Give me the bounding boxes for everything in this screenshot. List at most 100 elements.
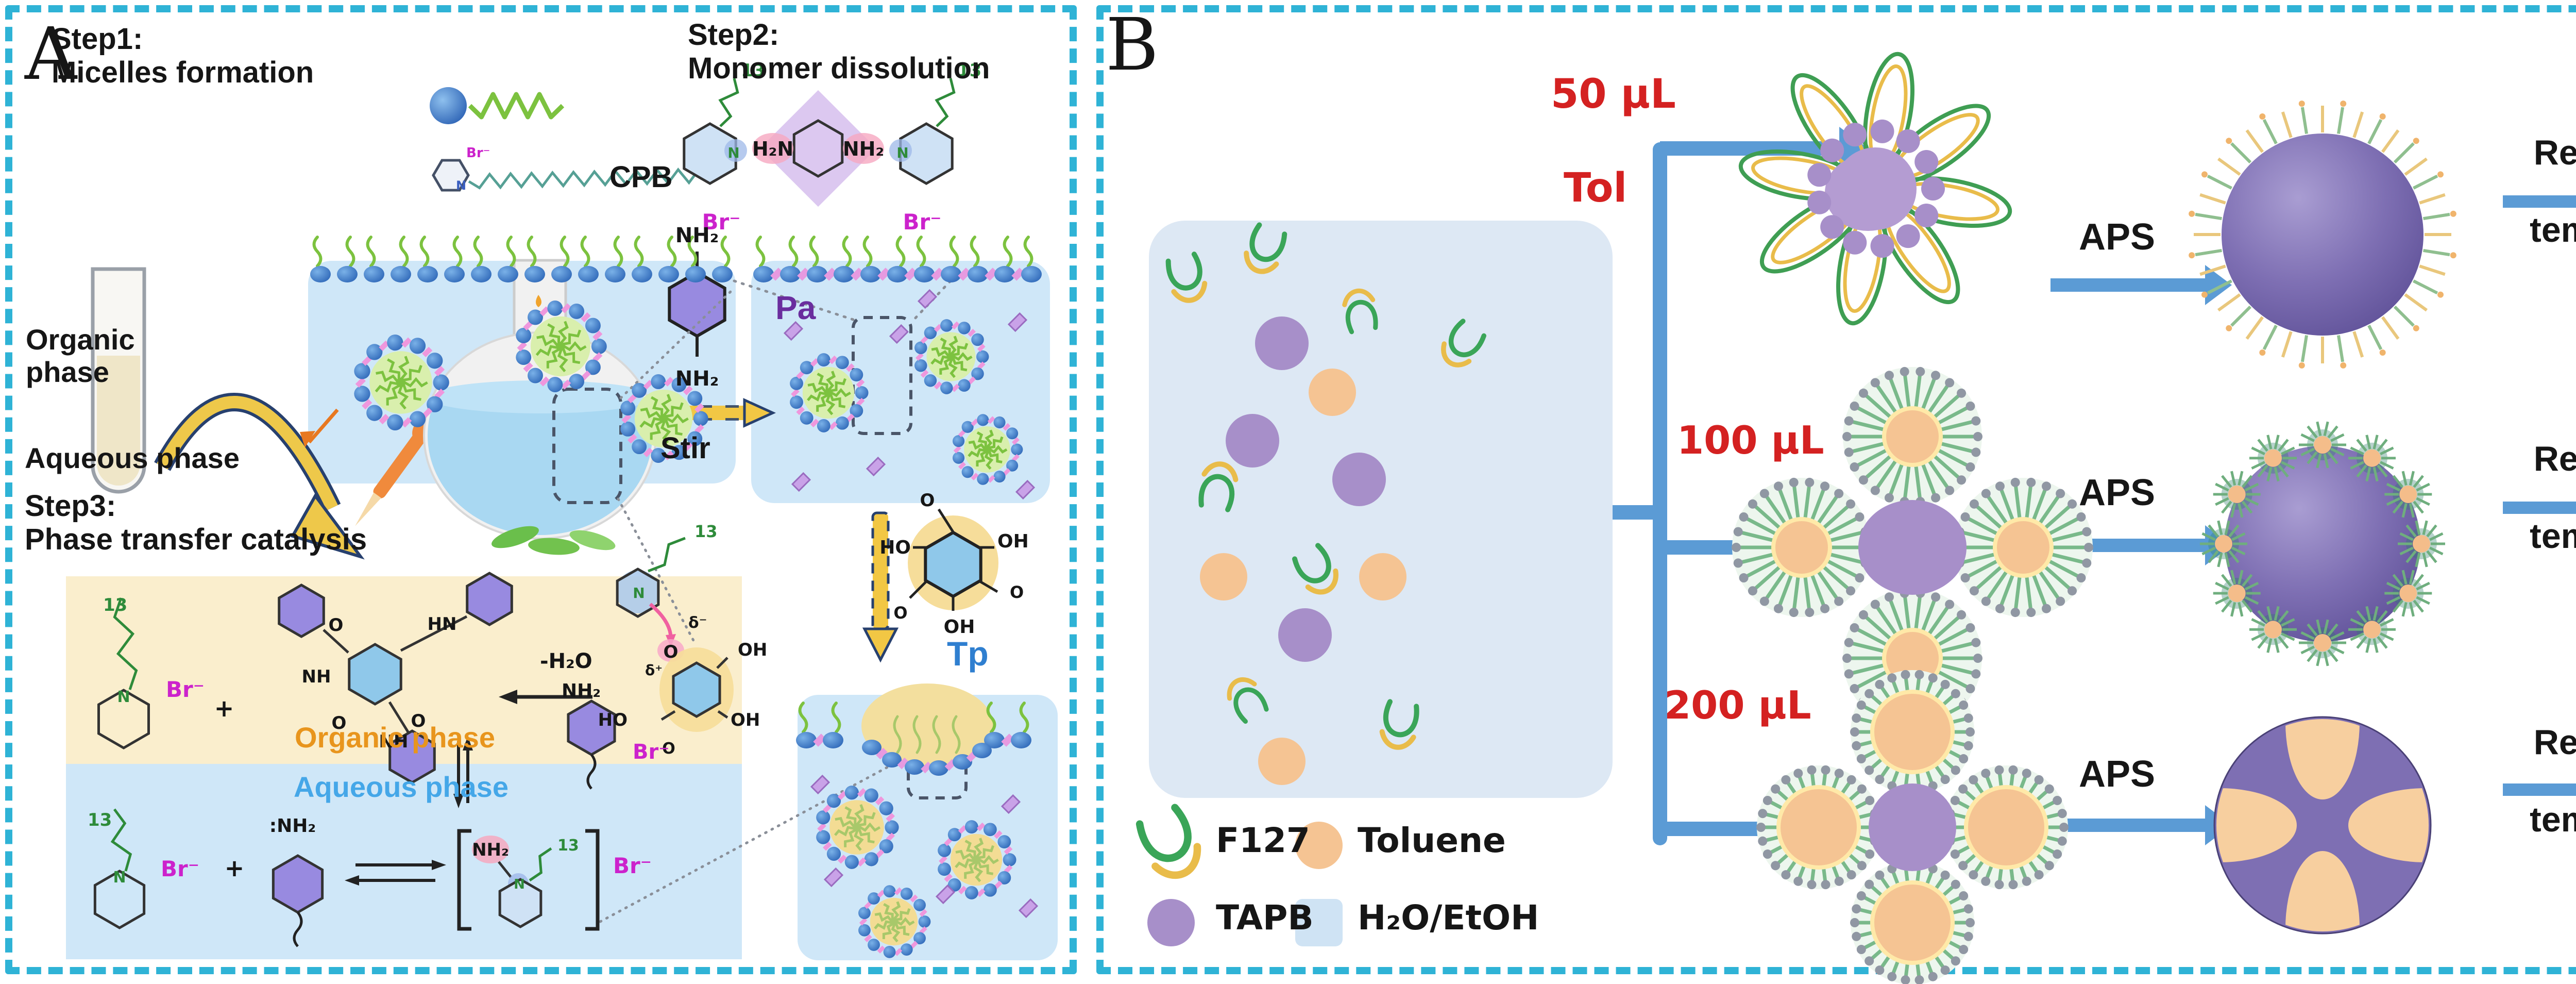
nh2-label: NH₂	[843, 138, 884, 160]
nh2-label: NH₂	[675, 367, 719, 391]
nh2-label: NH₂	[675, 224, 719, 247]
atom-o-label: O	[920, 490, 935, 511]
organic-line1: Organic	[26, 323, 135, 356]
row2-template-label: template	[2530, 516, 2576, 556]
tp-arrow-and-structure	[862, 508, 998, 663]
ho-label: HO	[598, 710, 628, 730]
atom-n-label: N	[514, 877, 525, 892]
panel-a-art: N Br⁻ H₂N NH₂ Br⁻ Br⁻ 13 13 N N NH₂ NH₂ …	[66, 60, 1058, 960]
row2-volume-label: 100 μL	[1677, 418, 1824, 463]
atom-n-label: N	[456, 178, 466, 193]
atom-n-label: N	[727, 144, 739, 161]
plus-label: +	[225, 854, 245, 882]
step1-title: Step1: Micelles formation	[52, 22, 314, 90]
row2-aps-label: APS	[2079, 472, 2156, 513]
br-label: Br⁻	[613, 853, 652, 878]
row3-template-label: template	[2530, 800, 2576, 839]
legend-icons	[1147, 822, 1343, 946]
row3-remove-label: Remove	[2533, 723, 2576, 762]
panel-b-label: B	[1106, 3, 1159, 87]
panel-a-label: A	[25, 12, 77, 96]
nh2-label: NH₂	[562, 680, 601, 702]
atom-n-label: N	[113, 869, 126, 887]
flask-zoom-rect	[552, 388, 622, 504]
legend-f127-label: F127	[1216, 821, 1310, 860]
h2o-etoh-icon	[1295, 899, 1343, 946]
cpb-icon	[430, 87, 721, 192]
legend-toluene-label: Toluene	[1358, 821, 1506, 860]
atom-o-label: O	[332, 713, 347, 733]
chain13-label: 13	[741, 60, 765, 81]
atom-o-label: O	[893, 603, 907, 623]
step3-chemistry	[93, 537, 734, 947]
organic-line2: phase	[26, 355, 109, 388]
nh-label: NH	[302, 666, 331, 687]
step2-title: Step2: Monomer dissolution	[688, 18, 990, 86]
mixture-box	[1149, 221, 1613, 798]
step3-title: Step3: Phase transfer catalysis	[25, 489, 367, 557]
row1-aps-label: APS	[2079, 216, 2156, 258]
chain13-label: 13	[88, 810, 112, 830]
pa-monomer-structure	[668, 252, 726, 357]
toluene-icon	[1295, 822, 1343, 869]
oh-label: OH	[997, 531, 1029, 552]
row1-remove-label: Remove	[2533, 133, 2576, 172]
legend-tapb-label: TAPB	[1216, 898, 1314, 938]
nh2-label: NH₂	[472, 840, 509, 860]
nh2-colon-label: :NH₂	[269, 815, 316, 837]
nh-label: NH	[379, 731, 409, 752]
flask-icon	[423, 259, 657, 555]
minus-h2o-label: -H₂O	[540, 649, 592, 673]
step3-aqueous-phase-label: Aqueous phase	[294, 771, 509, 803]
row1-solvent-label: Tol	[1564, 165, 1628, 211]
aqueous-pointer-arrow	[300, 408, 339, 447]
stir-label: Stir	[660, 431, 710, 465]
molecular-labels: N Br⁻ H₂N NH₂ Br⁻ Br⁻ 13 13 N N NH₂ NH₂ …	[88, 60, 1029, 892]
organic-phase-label: Organic phase	[26, 323, 135, 388]
br-label: Br⁻	[466, 145, 490, 161]
pour-arrow	[154, 393, 365, 560]
oh-label: OH	[731, 710, 760, 730]
tp-label: Tp	[947, 635, 989, 673]
br-label: Br⁻	[702, 209, 741, 235]
step3-line1: Step3:	[25, 489, 116, 523]
oh-label: OH	[944, 616, 975, 638]
atom-o-label: O	[329, 615, 344, 636]
chain13-label: 13	[557, 837, 579, 855]
oh-label: OH	[738, 640, 767, 660]
cpb-label: CPB	[609, 160, 673, 194]
panel-b-text: B 50 μL Tol 100 μL 200 μL APS APS APS Re…	[1097, 0, 2576, 984]
plus-label: +	[214, 694, 234, 722]
chain13-label: 13	[957, 60, 981, 81]
hn-label: HN	[428, 614, 457, 635]
delta-minus-label: δ⁻	[688, 614, 707, 632]
row3-volume-label: 200 μL	[1664, 682, 1811, 728]
br-label: Br⁻	[166, 677, 205, 702]
pa-label: Pa	[775, 289, 816, 326]
step1-line1: Step1:	[52, 22, 143, 56]
atom-n-label: N	[896, 144, 908, 161]
br-label: Br⁻	[903, 209, 942, 235]
row2-remove-label: Remove	[2533, 439, 2576, 478]
aqueous-phase-label: Aqueous phase	[25, 442, 240, 474]
tapb-icon	[1147, 899, 1195, 946]
panel-b-art	[1136, 52, 2576, 984]
ho-label: HO	[879, 537, 911, 558]
atom-o-label: O	[1010, 582, 1024, 602]
delta-plus-label: δ⁺	[645, 662, 663, 679]
step2-line1: Step2:	[688, 18, 779, 52]
step2-line2: Monomer dissolution	[688, 51, 990, 85]
br-label: Br⁻	[161, 856, 199, 881]
atom-n-label: N	[633, 585, 645, 602]
legend-h2o-etoh-label: H₂O/EtOH	[1358, 898, 1539, 938]
chain13-label: 13	[694, 522, 718, 541]
h2n-label: H₂N	[752, 138, 793, 160]
br-label: Br⁻	[633, 740, 669, 764]
row1-volume-label: 50 μL	[1551, 71, 1676, 118]
row3-aps-label: APS	[2079, 754, 2156, 795]
atom-o-label: O	[411, 711, 426, 731]
atom-n-label: N	[117, 688, 130, 706]
atom-o-label: O	[662, 740, 675, 758]
step1-line2: Micelles formation	[52, 55, 314, 89]
